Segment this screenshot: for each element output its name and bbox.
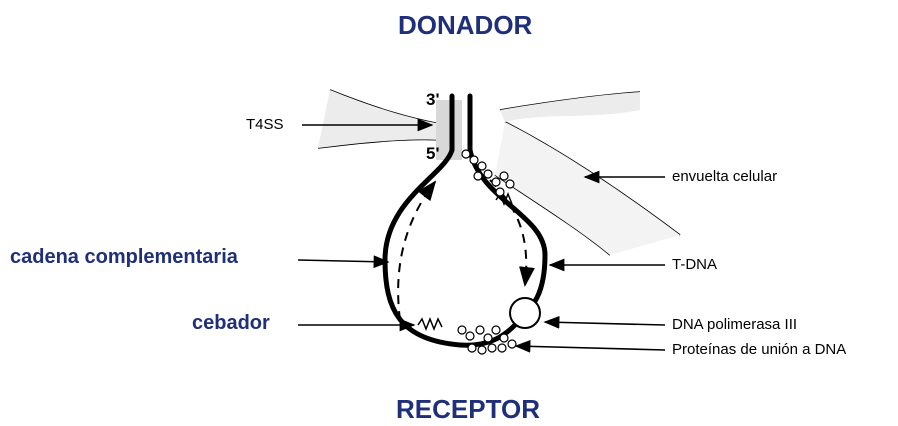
- strand-end-3: 3': [426, 90, 440, 110]
- label-envuelta-celular: envuelta celular: [672, 168, 777, 185]
- title-receptor: RECEPTOR: [396, 394, 540, 425]
- proteinas-leader: [516, 346, 665, 350]
- label-cadena-complementaria: cadena complementaria: [10, 246, 238, 269]
- strand-end-5: 5': [426, 144, 440, 164]
- envelope-right-fill: [500, 92, 640, 122]
- dna-polymerase-circle: [510, 298, 540, 328]
- label-t4ss: T4SS: [246, 116, 284, 133]
- primer-squiggle-bottom: [418, 319, 442, 329]
- polimerasa-leader: [545, 322, 665, 325]
- title-donador: DONADOR: [398, 10, 532, 41]
- label-t-dna: T-DNA: [672, 256, 717, 273]
- envelope-left-fill: [318, 90, 440, 148]
- label-dna-polimerasa: DNA polimerasa III: [672, 316, 797, 333]
- cell-envelope: [318, 90, 680, 255]
- t4ss-pore: [436, 100, 462, 160]
- label-proteinas-union: Proteínas de unión a DNA: [672, 341, 846, 358]
- cadena-leader: [298, 260, 388, 262]
- label-cebador: cebador: [192, 312, 270, 335]
